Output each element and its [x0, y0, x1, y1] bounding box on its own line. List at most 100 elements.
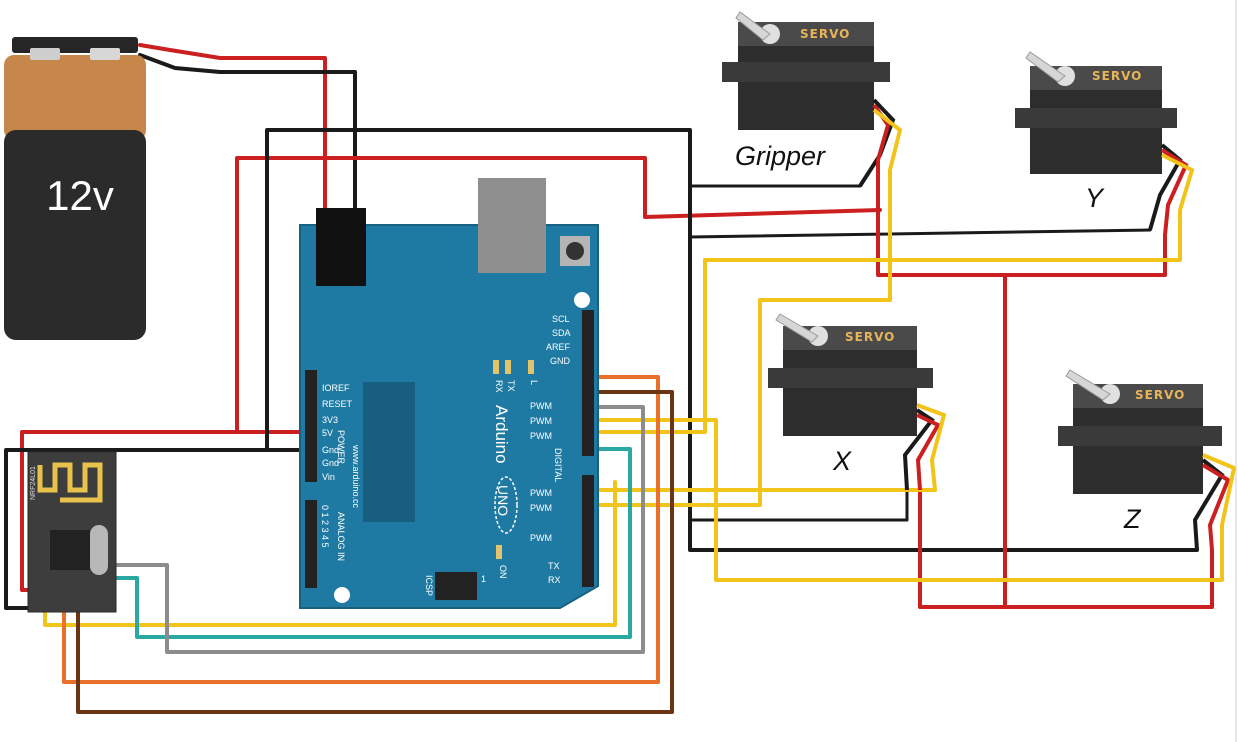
digital-label: DIGITAL — [553, 448, 563, 482]
status-leds: TX RX L ON — [493, 360, 539, 579]
servo-x-label: X — [832, 446, 852, 476]
icsp-header — [435, 572, 477, 600]
digital-header-upper — [582, 310, 594, 456]
gnd-black-rail — [265, 128, 1199, 552]
servo-gripper-label: Gripper — [735, 141, 826, 171]
battery-body-copper — [4, 55, 146, 140]
led-label-tx: TX — [506, 380, 516, 392]
servo-x-horn-arm — [775, 313, 819, 343]
radio-black-power — [4, 448, 269, 610]
arduino-url: www.arduino.cc — [351, 444, 361, 509]
servo-z-horn-arm — [1065, 369, 1111, 401]
servo-y-cable-yellow — [1161, 153, 1195, 235]
led-tx — [493, 360, 499, 374]
arduino-uno-board: IOREF RESET 3V3 5V Gnd Gnd Vin POWER ANA… — [299, 178, 599, 609]
servo-y-flange — [1015, 108, 1177, 128]
analog-header — [305, 500, 317, 588]
led-l — [528, 360, 534, 374]
arduino-model: UNO — [495, 485, 511, 516]
pin-label-vin: Vin — [322, 472, 335, 482]
servo-z-label: Z — [1123, 504, 1142, 534]
y-black-wire — [688, 228, 1152, 239]
led-on — [496, 545, 502, 559]
top-header-labels: SCL SDA AREF GND — [546, 314, 571, 366]
pin-label-gnd-1: Gnd — [322, 445, 339, 455]
servo-y-cable-black — [1148, 143, 1183, 231]
pin-label-rx: RX — [548, 575, 561, 585]
pwm-label-5: PWM — [530, 503, 552, 513]
servo-z-cable-yellow — [1202, 453, 1237, 550]
pin-label-gnd-top: GND — [550, 356, 571, 366]
z-red-wire — [1003, 548, 1214, 609]
pin-label-ioref: IOREF — [322, 383, 350, 393]
servo-gripper-flange — [722, 62, 890, 82]
y-yellow-signal — [583, 233, 1182, 434]
nrf24l01-module: NRF24L01 — [27, 451, 117, 613]
gripper-yellow-signal — [583, 188, 892, 507]
reset-button[interactable] — [566, 242, 584, 260]
mounting-hole-top — [574, 292, 590, 308]
icsp-label: ICSP — [424, 575, 434, 596]
pin-label-aref: AREF — [546, 342, 571, 352]
pwm-label-10: PWM — [530, 416, 552, 426]
pin-label-gnd-2: Gnd — [322, 458, 339, 468]
radio-yellow-signal — [43, 480, 617, 627]
battery-terminal-neg — [30, 48, 60, 60]
battery-12v: 12v — [4, 37, 146, 340]
servo-z-cable-black — [1192, 458, 1225, 551]
servo-y-horn-arm — [1025, 51, 1066, 83]
pin-label-5v: 5V — [322, 428, 333, 438]
led-rx — [505, 360, 511, 374]
radio-orange-wire — [62, 375, 660, 684]
servo-z-flange — [1058, 426, 1222, 446]
led-label-rx: RX — [494, 380, 504, 393]
servo-x-cable-red — [915, 413, 941, 491]
led-label-on: ON — [498, 565, 508, 579]
servo-y-text: SERVO — [1092, 69, 1142, 83]
pin-label-tx: TX — [548, 561, 560, 571]
servo-x-flange — [768, 368, 933, 388]
servo-x-text: SERVO — [845, 330, 895, 344]
servo-gripper-horn-arm — [735, 11, 771, 41]
pin-label-sda: SDA — [552, 328, 571, 338]
servo-gripper: SERVO Gripper — [722, 11, 903, 190]
servo-red-bus — [876, 188, 1167, 277]
servo-x-cable-black — [902, 408, 935, 491]
radio-chip — [50, 530, 90, 570]
servo-red-drop — [918, 273, 1007, 609]
pwm-labels-lower: PWM PWM PWM — [530, 488, 552, 543]
analog-pin-numbers: 0 1 2 3 4 5 — [320, 505, 330, 548]
pin-label-scl: SCL — [552, 314, 570, 324]
servo-y-cable-red — [1160, 148, 1189, 236]
radio-brown-wire — [76, 390, 674, 714]
pin-label-3v3: 3V3 — [322, 415, 338, 425]
arduino-brand: Arduino — [492, 405, 511, 464]
radio-antenna-trace — [37, 462, 103, 503]
power-pin-labels: IOREF RESET 3V3 5V Gnd Gnd Vin — [322, 383, 353, 482]
servo-z-cable-red — [1201, 463, 1231, 551]
servo-y: SERVO Y — [1015, 51, 1195, 236]
battery-black-wire — [138, 53, 357, 212]
pwm-label-6: PWM — [530, 488, 552, 498]
radio-module-label: NRF24L01 — [30, 466, 37, 500]
pwm-labels-upper: PWM PWM PWM — [530, 401, 552, 441]
mounting-hole-left — [334, 587, 350, 603]
icsp-pin-one: 1 — [481, 574, 486, 584]
battery-body-black — [4, 130, 146, 340]
usb-connector — [478, 178, 546, 273]
analog-in-label: ANALOG IN — [336, 512, 346, 561]
servo-x-cable-yellow — [916, 403, 947, 491]
uno-badge-outline — [494, 476, 518, 534]
servo-y-label: Y — [1085, 183, 1105, 213]
battery-terminal-pos — [90, 48, 120, 60]
servo-x: SERVO X — [768, 313, 947, 491]
pwm-label-9: PWM — [530, 431, 552, 441]
pwm-label-11: PWM — [530, 401, 552, 411]
digital-header-lower — [582, 475, 594, 587]
radio-crystal — [90, 525, 108, 575]
servo-gripper-text: SERVO — [800, 27, 850, 41]
dc-power-jack — [316, 208, 366, 286]
servo-z-text: SERVO — [1135, 388, 1185, 402]
wires — [4, 43, 1224, 714]
